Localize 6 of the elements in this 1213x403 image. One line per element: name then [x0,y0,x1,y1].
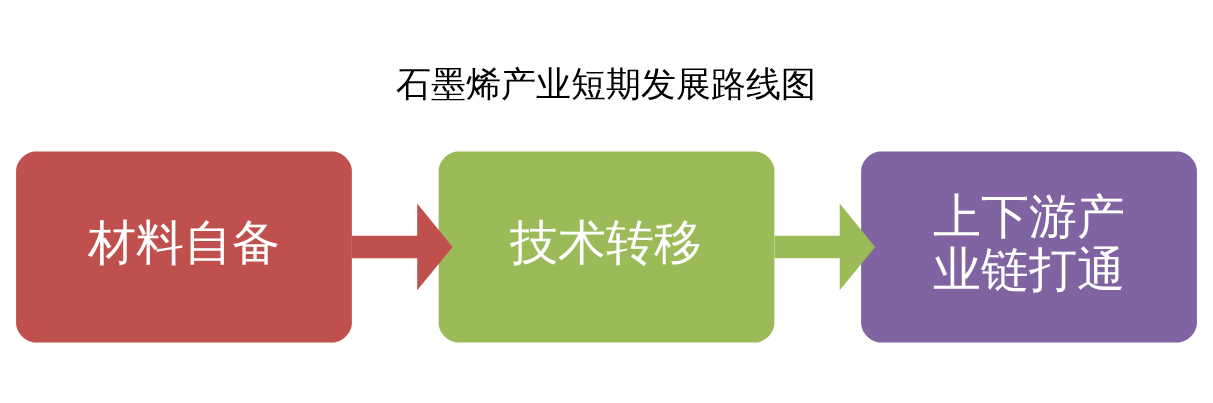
node-box: 技术转移 [438,150,775,343]
node-box: 材料自备 [16,150,352,343]
arrow [774,203,876,290]
arrow [351,203,453,290]
diagram-title: 石墨烯产业短期发展路线图 [396,62,817,104]
node-box: 上下游产业链打通 [861,150,1197,343]
